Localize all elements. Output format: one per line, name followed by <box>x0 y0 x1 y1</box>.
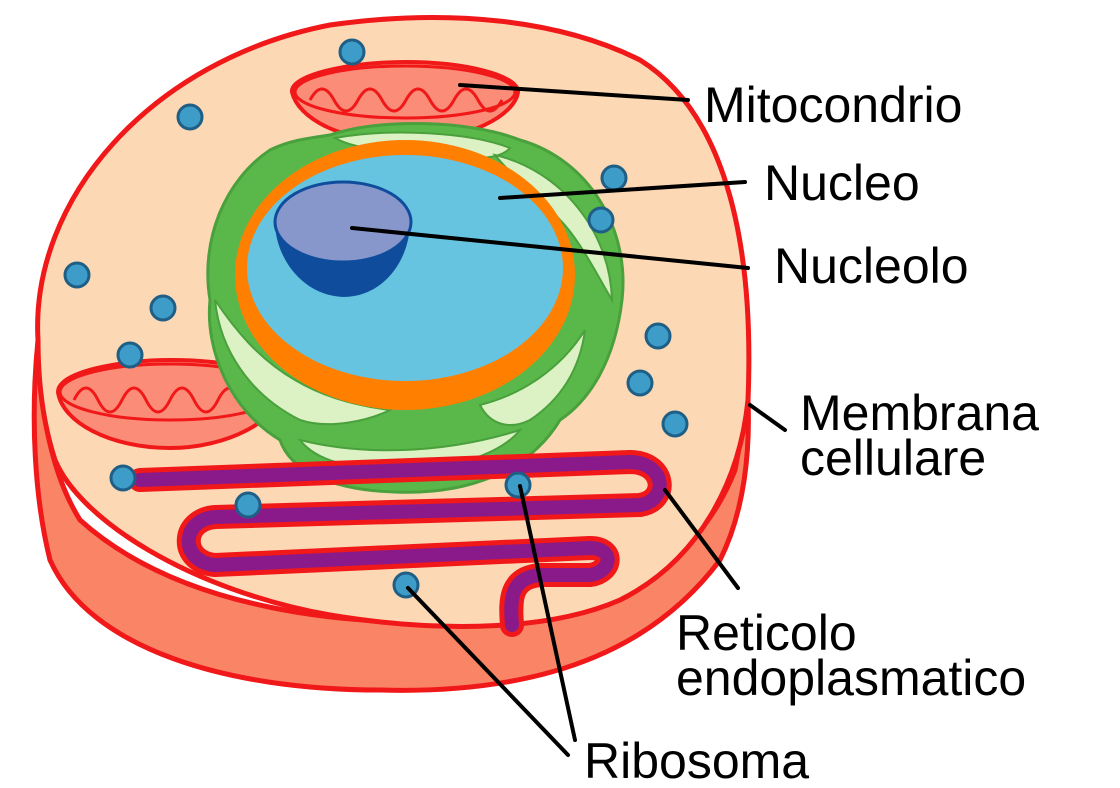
cell-side-wall <box>31 339 751 693</box>
label-nucleolus: Nucleolo <box>774 238 969 294</box>
ribosome <box>504 471 532 499</box>
ribosome <box>338 38 366 66</box>
label-mitochondrion: Mitocondrio <box>704 77 962 133</box>
label-membrane-line2: cellulare <box>800 430 986 486</box>
label-nucleus: Nucleo <box>764 155 920 211</box>
ribosome <box>644 322 672 350</box>
ribosome <box>63 261 91 289</box>
ribosome <box>234 491 262 519</box>
ribosome <box>109 464 137 492</box>
label-ribosome: Ribosoma <box>584 733 809 788</box>
leader-mitochondrion <box>458 83 690 102</box>
er-tube-inner <box>133 455 667 632</box>
ribosome <box>600 164 628 192</box>
label-er-line2: endoplasmatico <box>676 650 1026 706</box>
leader-er <box>663 488 740 590</box>
leader-ribosome-2 <box>406 586 570 757</box>
leader-nucleus <box>498 180 747 200</box>
ribosome <box>116 341 144 369</box>
nucleolus <box>273 180 413 297</box>
leader-membrane <box>748 403 787 432</box>
ribosome <box>626 369 654 397</box>
ribosome <box>587 206 615 234</box>
ribosome <box>176 103 204 131</box>
ribosome <box>661 410 689 438</box>
label-er-line1: Reticolo <box>676 605 857 661</box>
ribosome <box>149 294 177 322</box>
leader-ribosome-1 <box>518 484 577 742</box>
leader-nucleolus <box>350 226 750 270</box>
label-membrane-line1: Membrana <box>800 385 1039 441</box>
